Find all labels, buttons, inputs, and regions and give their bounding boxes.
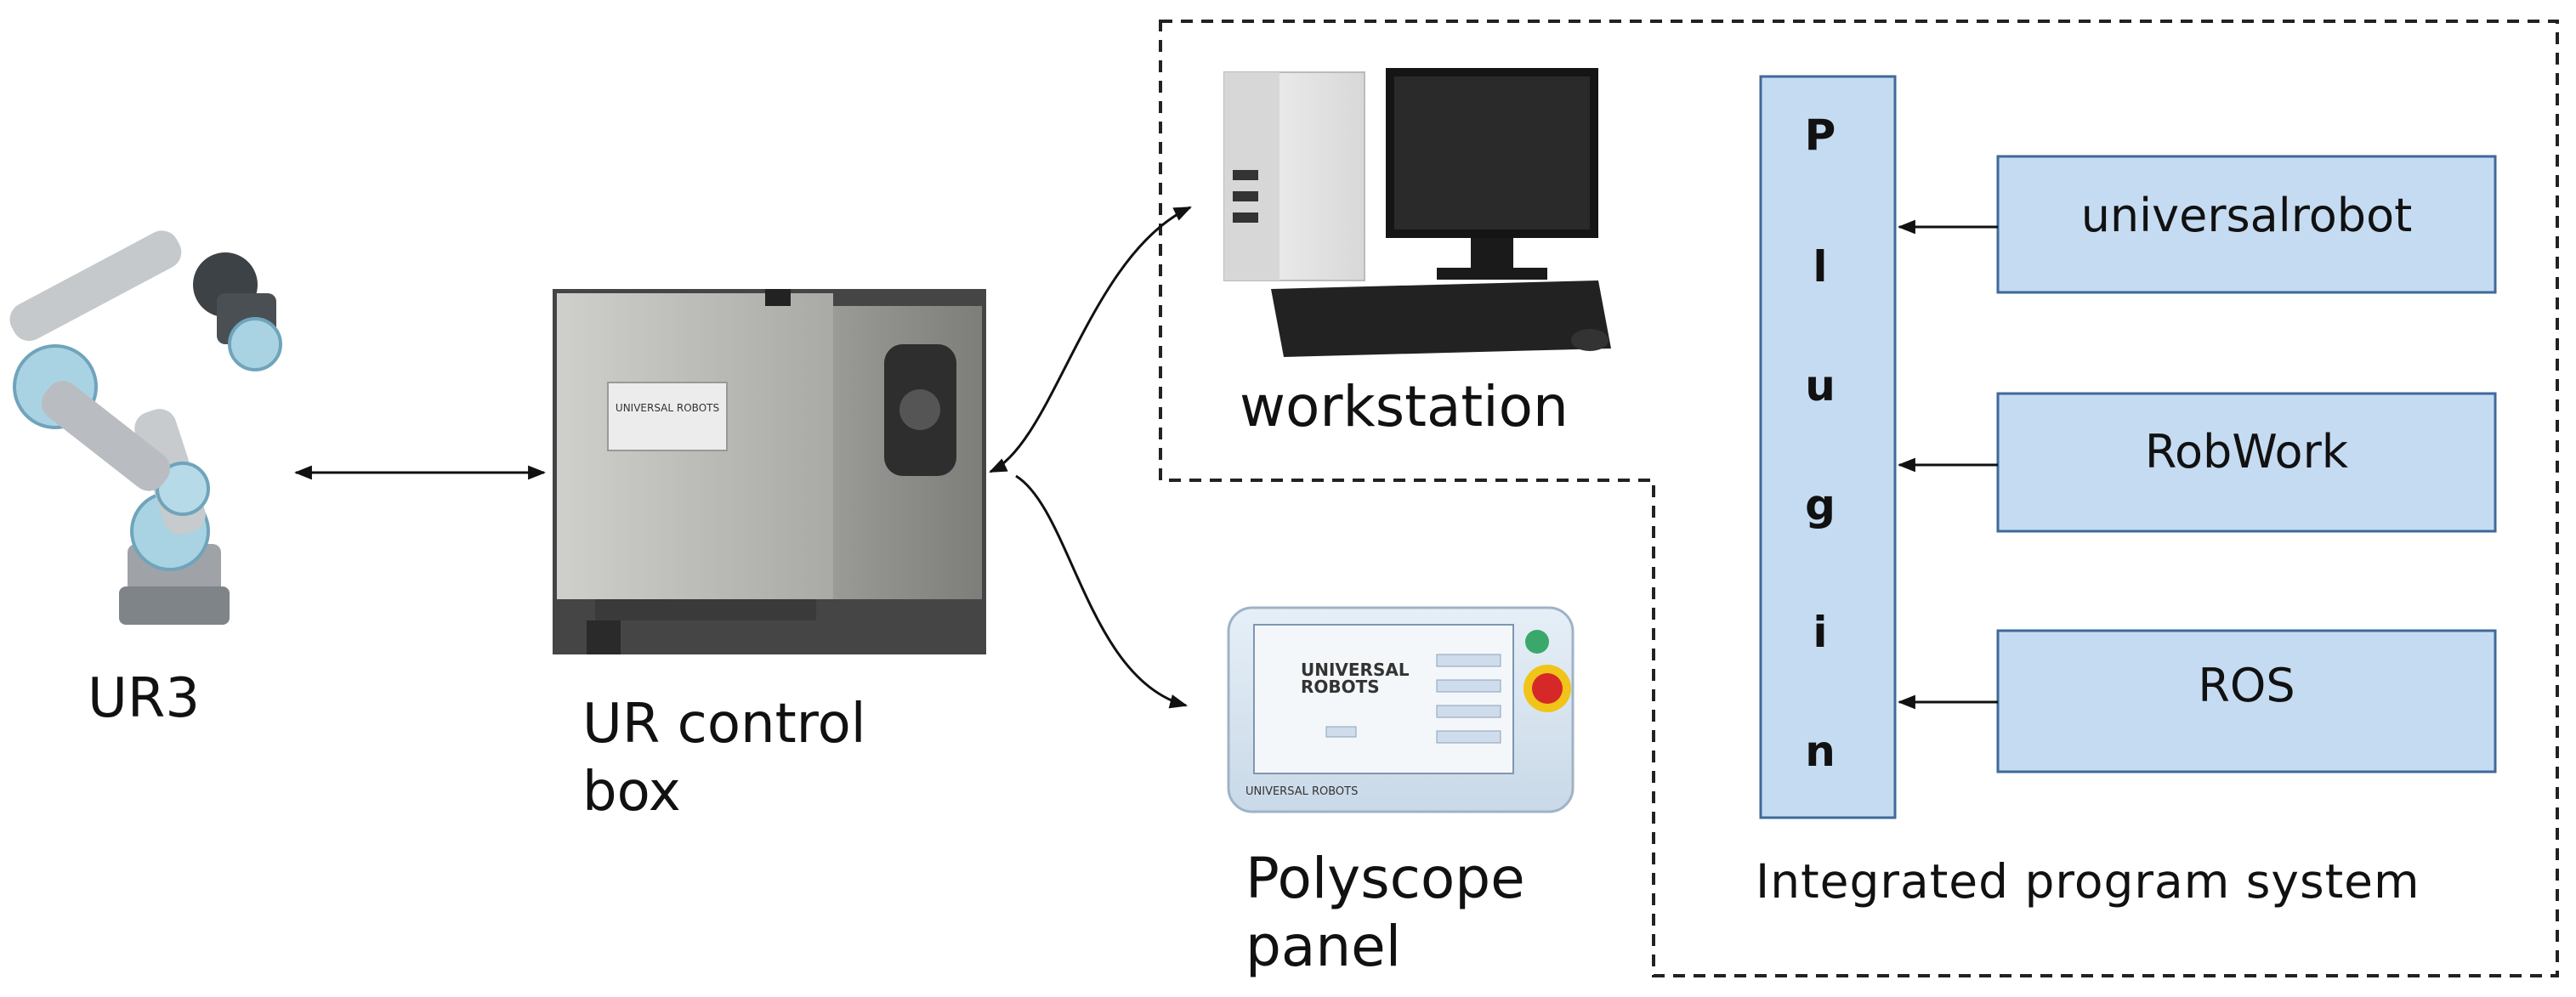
plugin-letter: u (1805, 361, 1836, 411)
label-workstation: workstation (1240, 374, 1569, 439)
panel-brand-line1: UNIVERSAL (1301, 660, 1410, 680)
plugin-bar (1759, 75, 1897, 819)
plugin-letter: n (1805, 727, 1836, 776)
polyscope-panel-illustration: UNIVERSAL ROBOTS UNIVERSAL ROBOTS (1227, 606, 1575, 813)
panel-brand-line2: ROBOTS (1301, 677, 1380, 697)
module-box-robwork (1996, 392, 2497, 533)
control-box-plate-text: UNIVERSAL ROBOTS (616, 402, 719, 414)
panel-footer-text: UNIVERSAL ROBOTS (1245, 785, 1358, 798)
arrow-control-box-to-panel (1015, 474, 1189, 709)
label-ur3: UR3 (88, 667, 201, 730)
plugin-letter: i (1813, 608, 1828, 657)
label-integrated-program-system: Integrated program system (1756, 854, 2420, 909)
dashed-boundary (1159, 20, 2559, 977)
label-control-box-line1: UR control (582, 693, 866, 756)
label-panel-line1: Polyscope (1245, 846, 1525, 911)
ur3-robot-arm-illustration (9, 230, 282, 625)
control-box-illustration: UNIVERSAL ROBOTS (553, 289, 986, 654)
workstation-illustration (1223, 68, 1611, 357)
module-label-universalrobot: universalrobot (2080, 189, 2413, 242)
module-label-robwork: RobWork (2144, 425, 2349, 479)
label-control-box-line2: box (582, 761, 681, 824)
label-panel-line2: panel (1245, 914, 1402, 979)
module-label-ros: ROS (2198, 659, 2295, 712)
plugin-letter: l (1813, 242, 1828, 292)
plugin-letter: P (1804, 110, 1836, 160)
plugin-letter: g (1805, 480, 1836, 530)
arrow-control-box-to-workstation (989, 206, 1192, 473)
module-box-universalrobot (1996, 155, 2497, 294)
